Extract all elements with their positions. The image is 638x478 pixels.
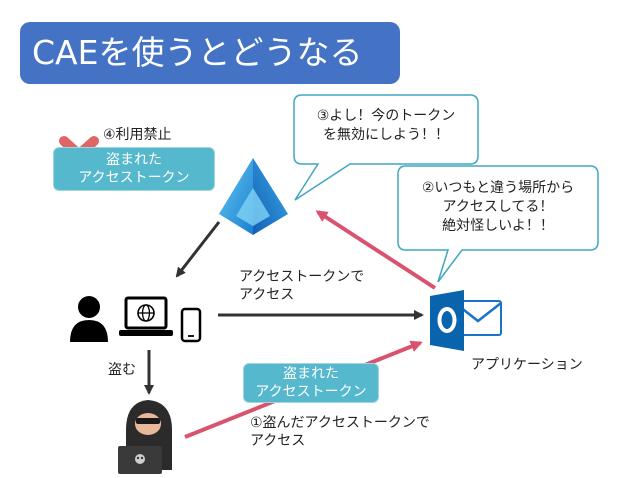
bubble-suspicious-text: ②いつもと違う場所から アクセスしてる！ 絶対怪しいよ！！ xyxy=(398,179,598,236)
bubble-invalidate-line2: を無効にしよう！！ xyxy=(323,127,449,143)
outlook-icon xyxy=(430,290,502,351)
stolen-token-bottom-line1: 盗まれた xyxy=(283,366,339,382)
phone-icon xyxy=(180,307,202,343)
access-arrow-line1: アクセストークンで xyxy=(239,269,365,285)
bubble-suspicious-line2: アクセスしてる！ xyxy=(442,199,554,215)
app-label: アプリケーション xyxy=(471,357,583,373)
hacker-icon xyxy=(118,400,172,474)
access-arrow-line2: アクセス xyxy=(239,287,295,303)
ban-label: ④利用禁止 xyxy=(103,127,172,143)
bubble-suspicious xyxy=(397,165,599,283)
stolen-token-box-bottom: 盗まれた アクセストークン xyxy=(243,363,379,403)
bubble-invalidate-line1: ③よし！今のトークン xyxy=(316,108,456,124)
arrow-app-to-ad xyxy=(315,210,437,290)
user-icon xyxy=(70,296,108,342)
stolen-token-line2: アクセストークン xyxy=(78,170,190,186)
laptop-globe-icon xyxy=(119,296,173,336)
bubble-invalidate-text: ③よし！今のトークン を無効にしよう！！ xyxy=(294,107,478,145)
page-title: CAEを使うとどうなる xyxy=(20,22,400,84)
stolen-token-box-top: 盗まれた アクセストークン xyxy=(53,147,215,191)
bubble-suspicious-line1: ②いつもと違う場所から xyxy=(421,180,575,196)
attacker-access-line2: アクセス xyxy=(250,433,306,449)
attacker-access-line1: ①盗んだアクセストークンで xyxy=(250,415,430,431)
steal-label: 盗む xyxy=(108,362,136,378)
bubble-invalidate xyxy=(293,94,479,201)
access-arrow-label: アクセストークンで アクセス xyxy=(239,268,364,304)
stolen-token-line1: 盗まれた xyxy=(106,152,162,168)
azure-ad-icon xyxy=(219,158,288,235)
bubble-suspicious-line3: 絶対怪しいよ！！ xyxy=(442,218,554,234)
attacker-access-label: ①盗んだアクセストークンで アクセス xyxy=(250,414,430,450)
stolen-token-bottom-line2: アクセストークン xyxy=(255,384,367,400)
arrow-ad-to-user xyxy=(175,221,221,278)
